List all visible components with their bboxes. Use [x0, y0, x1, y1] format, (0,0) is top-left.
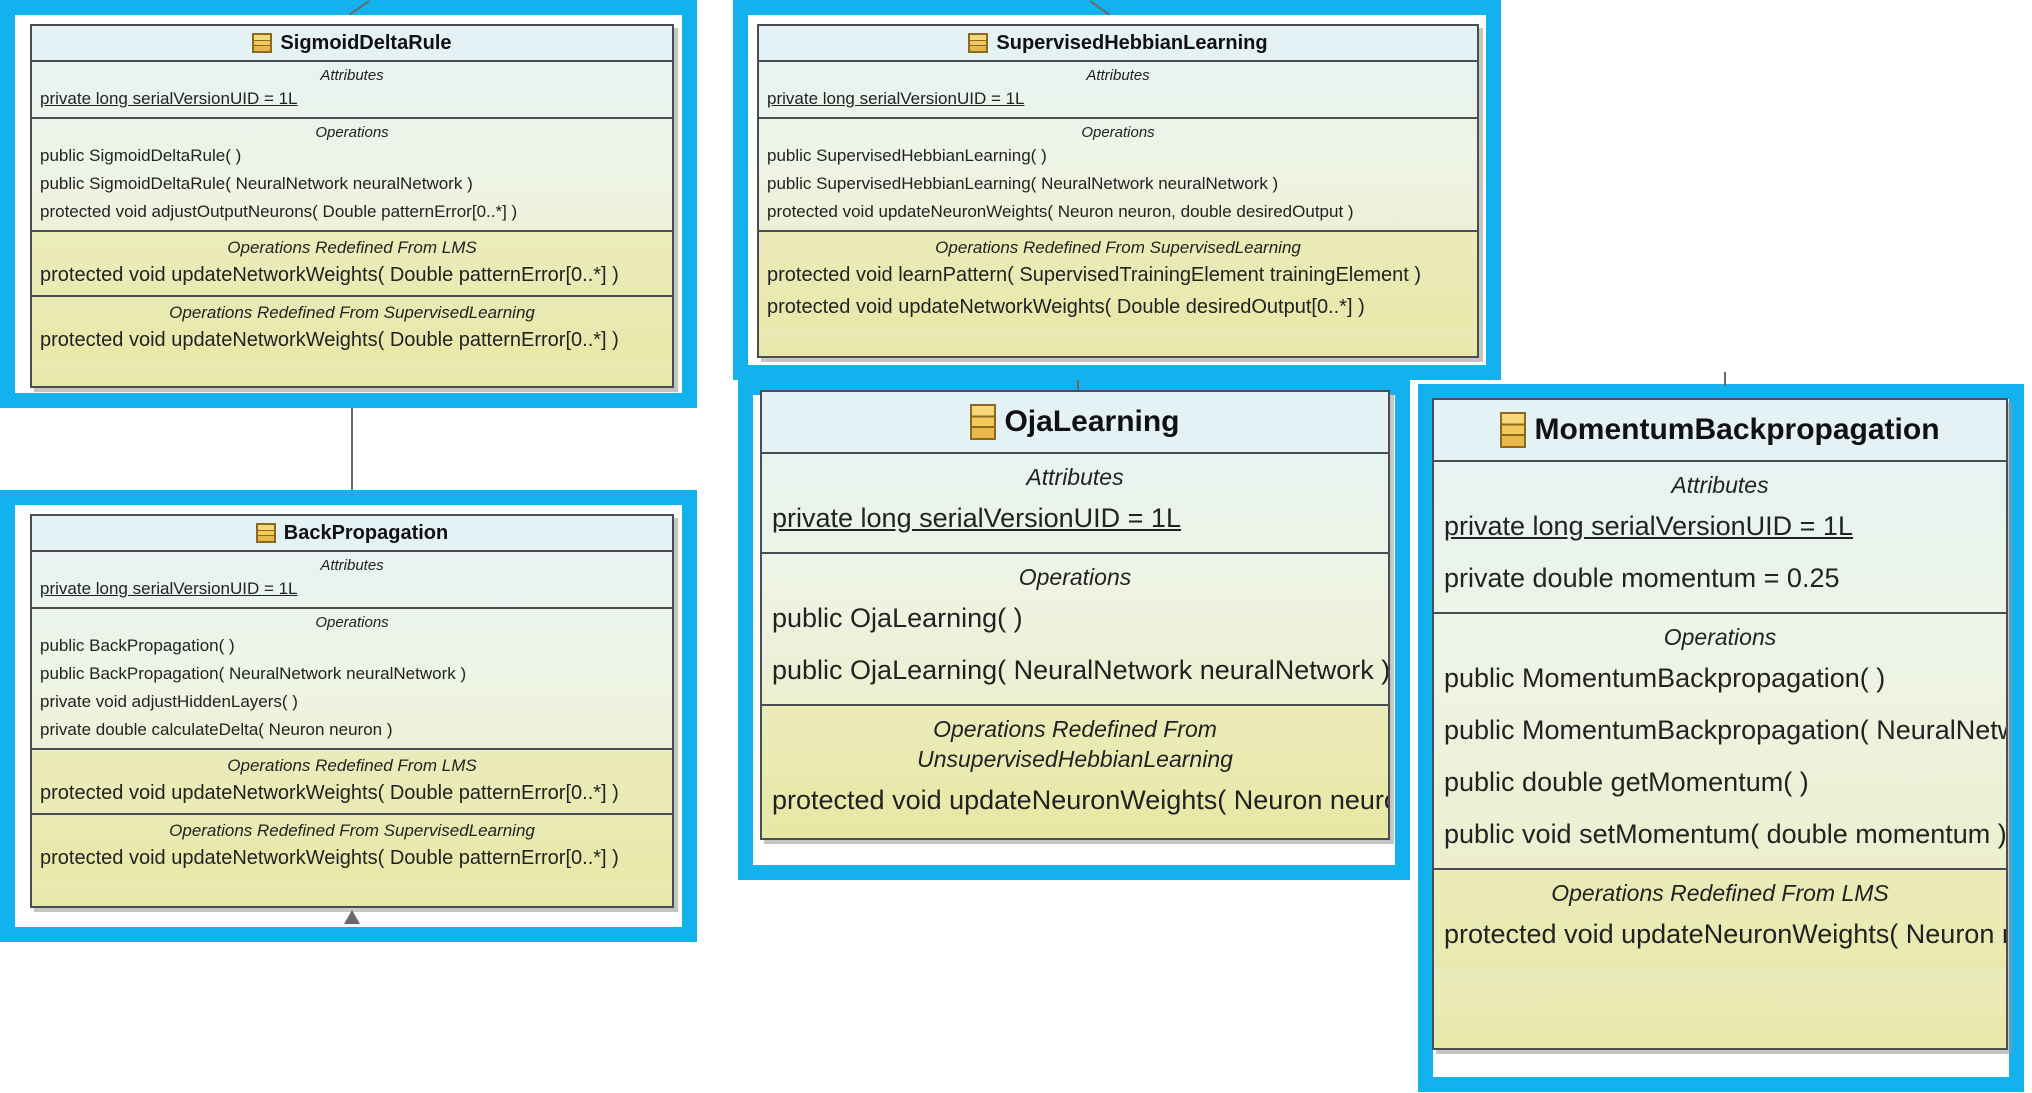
section-title: Operations: [1663, 624, 1777, 650]
section-title: Operations Redefined From LMS: [1551, 880, 1889, 906]
operations-section: Operations public MomentumBackpropagatio…: [1434, 614, 2006, 870]
operations-section: Operations public SupervisedHebbianLearn…: [759, 119, 1477, 232]
operation-line: protected void updateNetworkWeights( Dou…: [40, 782, 619, 804]
connector-line-top-momentum: [1724, 372, 1726, 386]
operations-section: Operations public SigmoidDeltaRule( ) pu…: [32, 119, 672, 232]
section-title: Attributes: [320, 67, 384, 84]
operation-line: protected void updateNetworkWeights( Dou…: [40, 847, 619, 869]
class-icon: [1500, 412, 1527, 448]
operation-line: public double getMomentum( ): [1444, 767, 1809, 797]
operation-line: public BackPropagation( NeuralNetwork ne…: [40, 664, 467, 683]
connector-line-top-oja: [1077, 380, 1079, 390]
section-title: Attributes: [1671, 472, 1769, 498]
operation-line: public MomentumBackpropagation( NeuralNe…: [1444, 715, 2006, 745]
attributes-section: Attributes private long serialVersionUID…: [762, 454, 1388, 554]
class-box-supervised-hebbian-learning[interactable]: SupervisedHebbianLearning Attributes pri…: [757, 24, 1479, 358]
section-title: Operations Redefined From LMS: [227, 238, 477, 257]
attribute-line: private long serialVersionUID = 1L: [1444, 511, 1853, 541]
operation-line: protected void learnPattern( SupervisedT…: [767, 264, 1422, 286]
attribute-line: private long serialVersionUID = 1L: [40, 89, 298, 108]
section-title: Operations Redefined From SupervisedLear…: [169, 303, 535, 322]
redefined-from-lms-section: Operations Redefined From LMS protected …: [1434, 870, 2006, 968]
attributes-section: Attributes private long serialVersionUID…: [32, 62, 672, 119]
attribute-line: private long serialVersionUID = 1L: [40, 579, 298, 598]
section-title: Operations Redefined From UnsupervisedHe…: [917, 716, 1233, 772]
operations-section: Operations public OjaLearning( ) public …: [762, 554, 1388, 706]
operations-section: Operations public BackPropagation( ) pub…: [32, 609, 672, 750]
section-title: Attributes: [1026, 464, 1124, 490]
class-name: SupervisedHebbianLearning: [996, 31, 1268, 54]
redefined-from-supervisedlearning-section: Operations Redefined From SupervisedLear…: [759, 232, 1477, 327]
operation-line: public BackPropagation( ): [40, 636, 235, 655]
class-icon: [968, 33, 989, 53]
operation-line: public SupervisedHebbianLearning( Neural…: [767, 174, 1279, 193]
section-title: Operations: [315, 124, 389, 141]
redefined-from-supervisedlearning-section: Operations Redefined From SupervisedLear…: [32, 297, 672, 360]
operation-line: protected void updateNetworkWeights( Dou…: [40, 329, 619, 351]
section-title: Operations: [1018, 564, 1132, 590]
class-header: SupervisedHebbianLearning: [759, 26, 1477, 62]
attribute-line: private double momentum = 0.25: [1444, 563, 1840, 593]
section-title: Attributes: [1086, 67, 1150, 84]
redefined-from-unsupervisedhebbian-section: Operations Redefined From UnsupervisedHe…: [762, 706, 1388, 834]
operation-line: public void setMomentum( double momentum…: [1444, 819, 2007, 849]
attributes-section: Attributes private long serialVersionUID…: [1434, 462, 2006, 614]
class-name: MomentumBackpropagation: [1534, 413, 1940, 446]
class-icon: [970, 404, 997, 440]
operation-line: protected void updateNeuronWeights( Neur…: [767, 202, 1354, 221]
operation-line: public OjaLearning( ): [772, 603, 1023, 633]
operation-line: public MomentumBackpropagation( ): [1444, 663, 1886, 693]
section-title: Operations: [315, 614, 389, 631]
class-box-momentum-backpropagation[interactable]: MomentumBackpropagation Attributes priva…: [1432, 398, 2008, 1050]
operation-line: protected void updateNetworkWeights( Dou…: [767, 296, 1365, 318]
class-box-sigmoid-delta-rule[interactable]: SigmoidDeltaRule Attributes private long…: [30, 24, 674, 388]
operation-line: protected void updateNetworkWeights( Dou…: [40, 264, 619, 286]
attribute-line: private long serialVersionUID = 1L: [767, 89, 1025, 108]
section-title: Operations: [1081, 124, 1155, 141]
class-icon: [252, 33, 273, 53]
class-header: OjaLearning: [762, 392, 1388, 454]
section-title: Operations Redefined From LMS: [227, 756, 477, 775]
section-title: Attributes: [320, 557, 384, 574]
class-name: BackPropagation: [283, 521, 449, 544]
operation-line: private void adjustHiddenLayers( ): [40, 692, 298, 711]
operation-line: public SigmoidDeltaRule( ): [40, 146, 242, 165]
section-title: Operations Redefined From SupervisedLear…: [935, 238, 1301, 257]
operation-line: public SigmoidDeltaRule( NeuralNetwork n…: [40, 174, 473, 193]
class-name: OjaLearning: [1004, 405, 1180, 438]
operation-line: public SupervisedHebbianLearning( ): [767, 146, 1047, 165]
attributes-section: Attributes private long serialVersionUID…: [32, 552, 672, 609]
operation-line: protected void updateNeuronWeights( Neur…: [1444, 919, 2006, 949]
class-header: MomentumBackpropagation: [1434, 400, 2006, 462]
attributes-section: Attributes private long serialVersionUID…: [759, 62, 1477, 119]
class-icon: [255, 523, 276, 543]
operation-line: public OjaLearning( NeuralNetwork neural…: [772, 655, 1390, 685]
inheritance-connector: [351, 408, 353, 492]
redefined-from-supervisedlearning-section: Operations Redefined From SupervisedLear…: [32, 815, 672, 878]
attribute-line: private long serialVersionUID = 1L: [772, 503, 1181, 533]
operation-line: protected void adjustOutputNeurons( Doub…: [40, 202, 518, 221]
redefined-from-lms-section: Operations Redefined From LMS protected …: [32, 232, 672, 297]
class-name: SigmoidDeltaRule: [280, 31, 452, 54]
class-header: SigmoidDeltaRule: [32, 26, 672, 62]
class-box-backpropagation[interactable]: BackPropagation Attributes private long …: [30, 514, 674, 908]
class-box-oja-learning[interactable]: OjaLearning Attributes private long seri…: [760, 390, 1390, 840]
operation-line: protected void updateNeuronWeights( Neur…: [772, 785, 1390, 815]
class-header: BackPropagation: [32, 516, 672, 552]
redefined-from-lms-section: Operations Redefined From LMS protected …: [32, 750, 672, 815]
operation-line: private double calculateDelta( Neuron ne…: [40, 720, 393, 739]
section-title: Operations Redefined From SupervisedLear…: [169, 821, 535, 840]
inheritance-arrowhead: [344, 910, 360, 924]
